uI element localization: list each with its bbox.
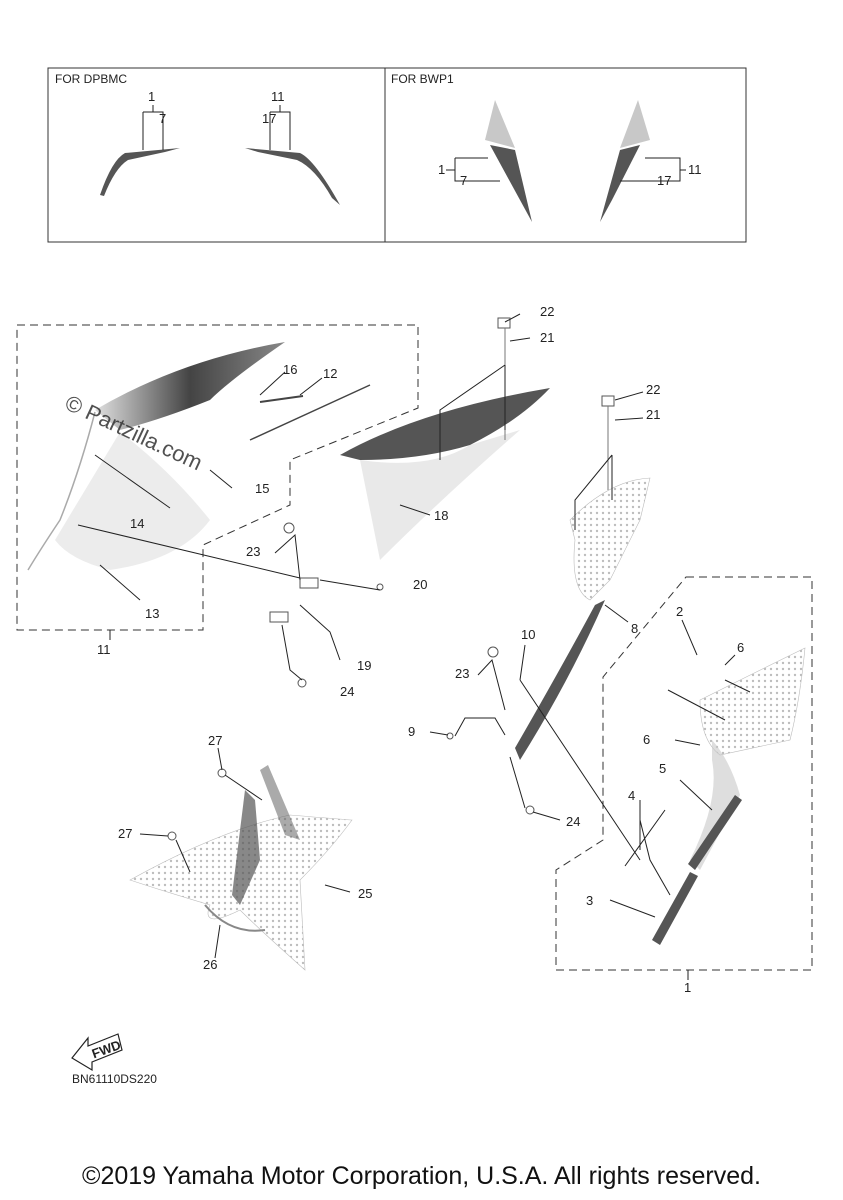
callout-23-b: 23 [455, 666, 469, 681]
bolt-22-right [601, 395, 615, 407]
inset-title-bwp1: FOR BWP1 [391, 72, 454, 86]
decal-right-stripe [245, 148, 340, 205]
callout-6-a: 6 [737, 640, 744, 655]
callout-1: 1 [684, 980, 691, 995]
inset-bwp1-label-17: 17 [657, 173, 671, 188]
callout-9: 9 [408, 724, 415, 739]
cowl-stripe [95, 342, 285, 430]
winglet-right-upper [620, 100, 650, 148]
callout-22-a: 22 [540, 304, 554, 319]
decal-left-stripe [100, 148, 180, 196]
inset-title-dpbmc: FOR DPBMC [55, 72, 127, 86]
center-panel-18 [340, 317, 550, 560]
inset-bwp1-label-11: 11 [688, 162, 702, 177]
screw-23-a [283, 522, 295, 534]
inset-dpbmc-label-7: 7 [159, 111, 166, 126]
decal-3 [652, 872, 698, 945]
callout-22-b: 22 [646, 382, 660, 397]
callout-10: 10 [521, 627, 535, 642]
callout-13: 13 [145, 606, 159, 621]
callout-11: 11 [97, 642, 111, 657]
callout-26: 26 [203, 957, 217, 972]
callout-25: 25 [358, 886, 372, 901]
callout-2: 2 [676, 604, 683, 619]
screw-27-b [167, 831, 177, 841]
callout-27-b: 27 [118, 826, 132, 841]
bracket-20 [299, 577, 319, 589]
upper-cowl-assembly [27, 342, 371, 571]
collar-19 [269, 611, 289, 623]
callout-24-b: 24 [566, 814, 580, 829]
callout-18: 18 [434, 508, 448, 523]
winglet-left-lower [490, 145, 532, 222]
inset-dpbmc-label-11: 11 [271, 89, 285, 104]
side-panel-stripe [515, 600, 605, 760]
screw-27-a [217, 768, 227, 778]
inset-dpbmc-label-1: 1 [148, 89, 155, 104]
callout-8: 8 [631, 621, 638, 636]
lower-side-assembly [652, 647, 806, 945]
callout-16: 16 [283, 362, 297, 377]
side-panel-8 [515, 395, 651, 760]
panel-2 [699, 647, 806, 756]
assembly-boundary-11 [16, 324, 419, 631]
callout-20: 20 [413, 577, 427, 592]
decal-5 [688, 795, 742, 870]
inset-bwp1-label-1: 1 [438, 162, 445, 177]
callout-12: 12 [323, 366, 337, 381]
bolt-22-top [497, 317, 511, 329]
bracket-assembly [129, 765, 353, 971]
callout-21-b: 21 [646, 407, 660, 422]
copyright-notice: ©2019 Yamaha Motor Corporation, U.S.A. A… [82, 1162, 761, 1190]
inset-box-dpbmc: FOR DPBMC 1 7 11 17 [47, 67, 386, 243]
callout-21-a: 21 [540, 330, 554, 345]
inset-dpbmc-label-17: 17 [262, 111, 276, 126]
nut-24-b [525, 805, 535, 815]
winglet-left-upper [485, 100, 515, 148]
callout-5: 5 [659, 761, 666, 776]
bolt-9 [446, 732, 454, 740]
callout-4: 4 [628, 788, 635, 803]
fwd-arrow-icon: FWD [71, 1033, 123, 1072]
screw-23-b [487, 646, 499, 658]
winglet-right-lower [600, 145, 640, 222]
callout-3: 3 [586, 893, 593, 908]
center-panel-stripe [340, 388, 550, 460]
fwd-label: FWD [90, 1037, 123, 1061]
callout-24-a: 24 [340, 684, 354, 699]
callout-15: 15 [255, 481, 269, 496]
nut-24-a [297, 678, 307, 688]
nut-20 [376, 583, 384, 591]
assembly-boundary-1 [555, 576, 813, 971]
callout-27-a: 27 [208, 733, 222, 748]
callout-14: 14 [130, 516, 144, 531]
diagram-code: BN61110DS220 [72, 1072, 157, 1086]
inset-box-bwp1: FOR BWP1 1 7 17 11 [384, 67, 747, 243]
inset-bwp1-label-7: 7 [460, 173, 467, 188]
callout-6-b: 6 [643, 732, 650, 747]
callout-19: 19 [357, 658, 371, 673]
side-panel-upper [569, 477, 651, 601]
callout-23-a: 23 [246, 544, 260, 559]
callout-labels: 22 21 16 12 15 14 18 23 20 13 19 24 11 2… [97, 304, 744, 995]
